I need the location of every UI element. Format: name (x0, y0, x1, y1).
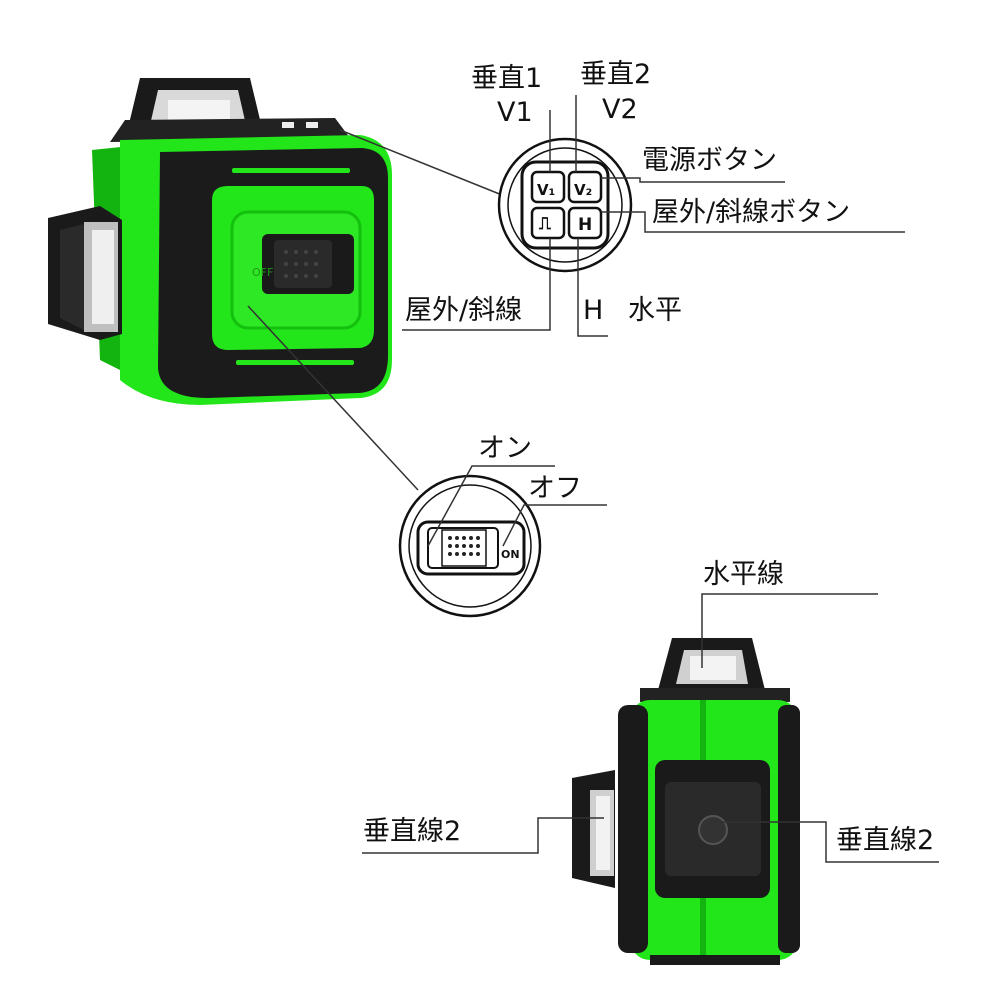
keypad-v1-key: V₁ (537, 181, 556, 199)
label-outdoor-slant: 屋外/斜線 (405, 295, 523, 326)
keypad-h-key: H (578, 215, 593, 235)
label-power-button: 電源ボタン (642, 145, 777, 176)
label-h: H (583, 295, 604, 326)
label-v1: V1 (497, 97, 533, 128)
label-vertical-line-2-right: 垂直線2 (836, 825, 935, 856)
device-off-mark: OFF (252, 266, 274, 279)
label-outdoor-slant-button: 屋外/斜線ボタン (652, 197, 851, 228)
switch-on-mark: ON (501, 548, 520, 561)
label-v2-jp: 垂直2 (580, 59, 652, 90)
label-v2: V2 (602, 94, 638, 125)
switch-grip-dots (448, 536, 480, 556)
laser-level-top-view (48, 78, 392, 405)
label-horizontal: 水平 (628, 295, 682, 326)
label-horizontal-line: 水平線 (703, 559, 784, 590)
side-view-leaders (362, 593, 939, 863)
keypad-slant-key: ⎍ (539, 214, 551, 234)
button-panel-callout (339, 95, 905, 337)
label-v1-jp: 垂直1 (471, 63, 543, 94)
keypad-v2-key: V₂ (574, 181, 593, 199)
laser-level-side-view (572, 638, 800, 965)
label-vertical-line-2-left: 垂直線2 (363, 816, 462, 847)
label-off: オフ (528, 473, 582, 504)
label-on: オン (478, 433, 532, 464)
